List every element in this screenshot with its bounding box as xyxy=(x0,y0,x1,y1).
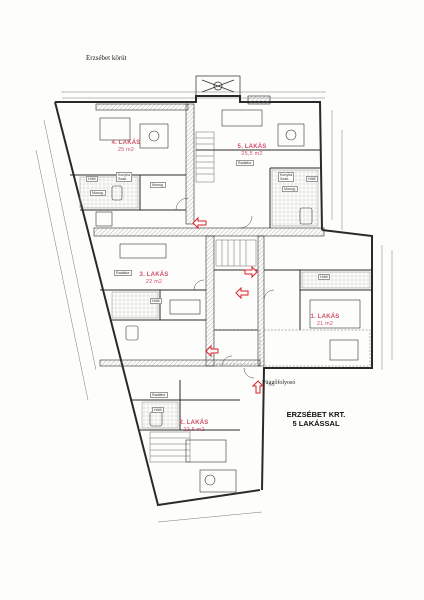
room-tag-huto: Hűtő xyxy=(318,274,330,280)
street-label: Erzsébet körút xyxy=(86,54,127,62)
landing-outline xyxy=(213,329,371,367)
unit-4-label: 4. LAKÁS 25 m2 xyxy=(96,140,156,154)
room-tag-radiator: Radiátor xyxy=(236,160,254,166)
arrow-corridor-entry xyxy=(251,380,265,394)
plan-summary: ERZSÉBET KRT. 5 LAKÁSSAL xyxy=(280,410,352,428)
room-tag-radiator: Radiátor xyxy=(150,392,168,398)
unit-4-area: 25 m2 xyxy=(117,147,135,153)
interior-walls xyxy=(70,149,372,431)
dimension-lines xyxy=(35,92,393,523)
corridor-label: Függőfolyosó xyxy=(262,380,296,386)
unit-5-area: 25,5 m2 xyxy=(241,151,263,157)
unit-4-name: 4. LAKÁS xyxy=(111,140,141,146)
top-balcony xyxy=(195,75,241,97)
unit-2-label: 2. LAKÁS 22,6 m2 xyxy=(166,420,222,434)
room-tag-huto: Hűtő xyxy=(150,298,162,304)
summary-line-1: ERZSÉBET KRT. xyxy=(286,410,346,419)
room-tag-mosogato: Mosog. xyxy=(282,186,298,192)
unit-5-name: 5. LAKÁS xyxy=(237,144,267,150)
unit-3-area: 22 m2 xyxy=(145,279,163,285)
furniture xyxy=(95,109,361,493)
room-tag-mosogato: Mosog. xyxy=(150,182,166,188)
arrow-unit-3-entry xyxy=(244,265,258,279)
room-tag-huto: Hűtő xyxy=(86,176,98,182)
unit-2-name: 2. LAKÁS xyxy=(179,420,209,426)
room-tag-konyha: Konyha Szab. xyxy=(116,172,133,182)
door-swings xyxy=(175,197,275,379)
unit-5-label: 5. LAKÁS 25,5 m2 xyxy=(222,144,282,158)
summary-line-2: 5 LAKÁSSAL xyxy=(292,419,340,428)
room-tag-huto: Hűtő xyxy=(306,176,318,182)
unit-1-label: 1. LAKÁS 21 m2 xyxy=(300,314,350,328)
unit-2-area: 22,6 m2 xyxy=(183,427,205,433)
room-tag-huto: Hűtő xyxy=(152,407,164,413)
room-tag-radiator: Radiátor xyxy=(114,270,132,276)
arrow-unit-1-entry-a xyxy=(235,286,249,300)
arrow-unit-1-entry-b xyxy=(205,344,219,358)
stairs xyxy=(149,131,257,463)
tiled-floors xyxy=(79,169,371,429)
room-tag-mosogato: Mosog. xyxy=(90,190,106,196)
unit-3-label: 3. LAKÁS 22 m2 xyxy=(124,272,184,286)
room-tag-konyha: Konyha Szab. xyxy=(278,172,295,182)
unit-3-name: 3. LAKÁS xyxy=(139,272,169,278)
entrance-arrows xyxy=(192,216,265,394)
unit-1-name: 1. LAKÁS xyxy=(310,314,340,320)
unit-1-area: 21 m2 xyxy=(316,321,334,327)
wall-hatching xyxy=(93,95,325,367)
arrow-unit-5-entry xyxy=(192,216,207,230)
